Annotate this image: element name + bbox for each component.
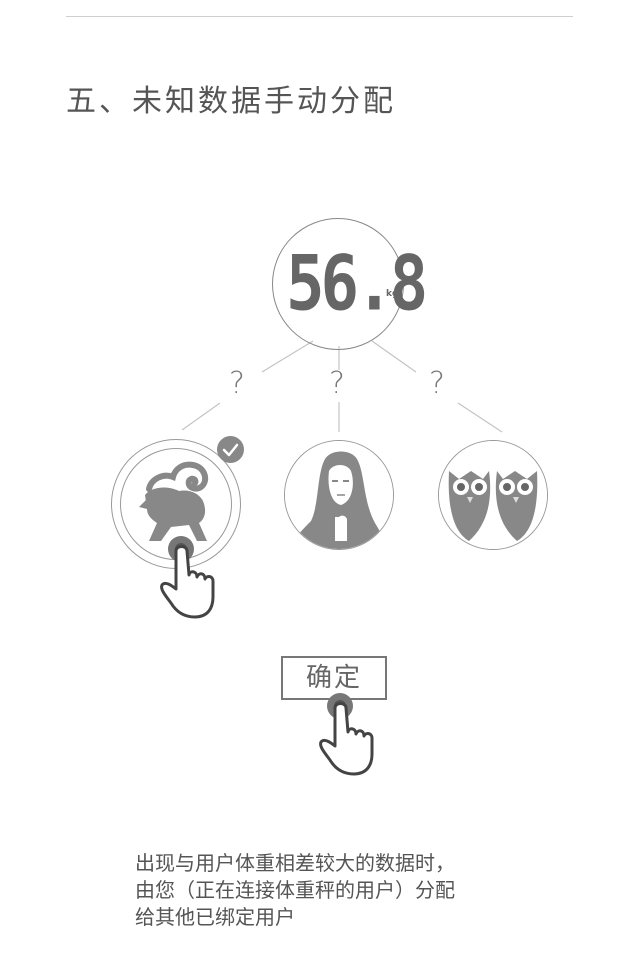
top-divider <box>66 16 573 17</box>
goat-avatar[interactable] <box>120 448 232 560</box>
question-mark-center: ? <box>329 366 345 401</box>
woman-avatar[interactable] <box>284 440 394 550</box>
woman-portrait-icon <box>285 441 393 549</box>
description-text: 出现与用户体重相差较大的数据时， 由您（正在连接体重秤的用户）分配 给其他已绑定… <box>135 850 455 931</box>
page-title: 五、未知数据手动分配 <box>66 84 396 119</box>
owl-icon <box>439 441 547 549</box>
weight-value: 56.8 <box>286 241 428 329</box>
question-mark-left: ? <box>229 366 245 401</box>
tap-hand-icon <box>157 531 217 625</box>
description-line-3: 给其他已绑定用户 <box>135 905 295 929</box>
confirm-button[interactable]: 确定 <box>281 656 387 700</box>
description-line-2: 由您（正在连接体重秤的用户）分配 <box>135 878 455 902</box>
weight-unit: kg <box>386 289 399 299</box>
goat-icon <box>139 461 209 541</box>
question-mark-right: ? <box>429 366 445 401</box>
tap-hand-icon-confirm <box>316 688 376 782</box>
scale-display: 56.8 kg <box>272 218 428 350</box>
description-line-1: 出现与用户体重相差较大的数据时， <box>135 851 455 875</box>
selected-check-icon <box>217 436 244 463</box>
owl-avatar[interactable] <box>438 440 548 550</box>
